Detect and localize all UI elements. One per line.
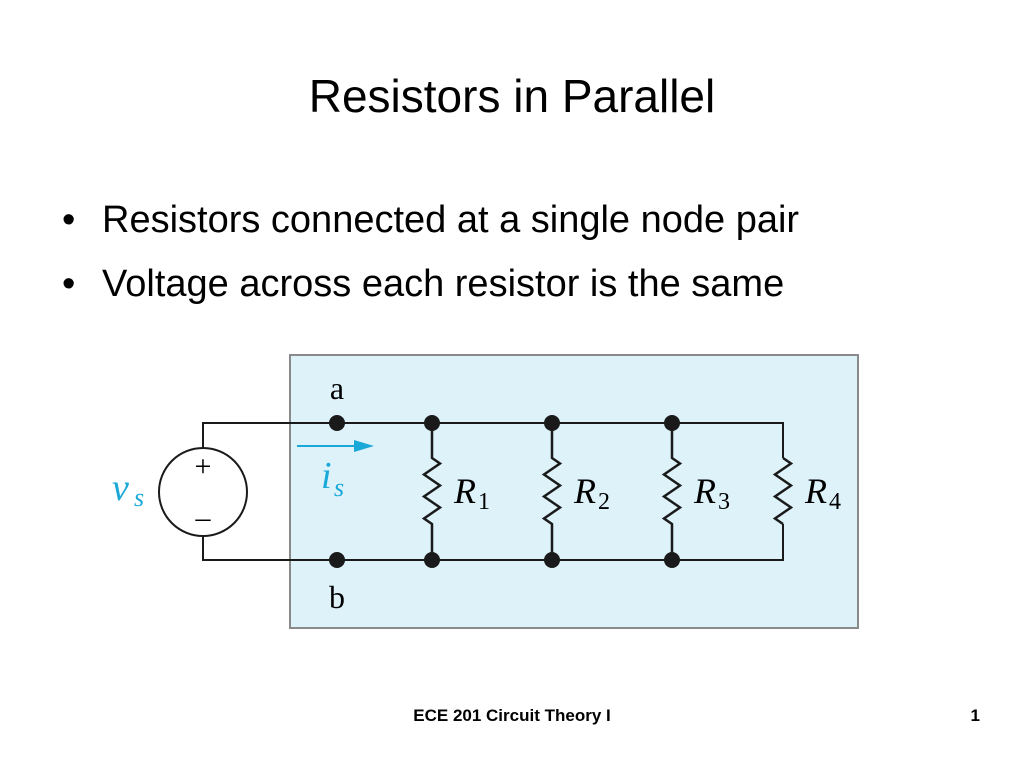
resistor-subscript: 2 <box>598 489 610 515</box>
resistor-r4: R 4 <box>772 456 841 526</box>
source-label: v s <box>112 467 144 512</box>
junction-dot <box>664 552 680 568</box>
resistor-symbol: R <box>693 471 716 511</box>
resistor-zigzag-icon <box>541 423 563 560</box>
page-number: 1 <box>970 706 980 725</box>
resistor-zigzag-icon <box>421 423 443 560</box>
bullet-item: • Voltage across each resistor is the sa… <box>58 252 799 316</box>
footer-course: ECE 201 Circuit Theory I <box>413 706 611 725</box>
node-a-dot <box>329 415 345 431</box>
junction-dot <box>424 552 440 568</box>
resistor-r2: R 2 <box>541 415 610 568</box>
node-b-dot <box>329 552 345 568</box>
current-subscript: s <box>334 473 344 502</box>
source-minus-sign: – <box>195 501 212 534</box>
node-b-label: b <box>329 579 345 615</box>
bottom-wire <box>202 524 784 561</box>
resistor-symbol: R <box>453 471 476 511</box>
source-subscript: s <box>134 483 144 512</box>
junction-dot <box>664 415 680 431</box>
current-symbol: i <box>321 455 332 497</box>
junction-dot <box>424 415 440 431</box>
bullet-text: Voltage across each resistor is the same <box>102 263 785 305</box>
resistor-subscript: 3 <box>718 489 730 515</box>
bullet-text: Resistors connected at a single node pai… <box>102 199 800 241</box>
resistor-label: R 3 <box>693 471 730 515</box>
resistor-label: R 4 <box>804 471 841 515</box>
node-a-label: a <box>330 370 344 406</box>
resistor-symbol: R <box>804 471 827 511</box>
resistor-zigzag-icon <box>772 456 794 526</box>
resistor-r3: R 3 <box>661 415 730 568</box>
bullet-item: • Resistors connected at a single node p… <box>58 188 799 252</box>
resistor-symbol: R <box>573 471 596 511</box>
top-wire <box>202 422 784 458</box>
resistor-subscript: 1 <box>478 489 490 515</box>
bullet-icon: • <box>62 263 76 305</box>
voltage-source-icon <box>158 447 248 537</box>
junction-dot <box>544 415 560 431</box>
circuit-panel <box>289 354 859 629</box>
resistor-r1: R 1 <box>421 415 490 568</box>
resistor-subscript: 4 <box>829 489 841 515</box>
resistor-zigzag-icon <box>661 423 683 560</box>
bullet-icon: • <box>62 199 76 241</box>
junction-dot <box>544 552 560 568</box>
current-label: i s <box>321 455 344 502</box>
source-symbol: v <box>112 467 129 509</box>
slide-title: Resistors in Parallel <box>308 70 716 122</box>
resistor-label: R 1 <box>453 471 490 515</box>
bullet-list: • Resistors connected at a single node p… <box>58 188 799 316</box>
current-arrow-head <box>354 440 374 452</box>
source-plus-sign: + <box>195 450 212 483</box>
resistor-label: R 2 <box>573 471 610 515</box>
